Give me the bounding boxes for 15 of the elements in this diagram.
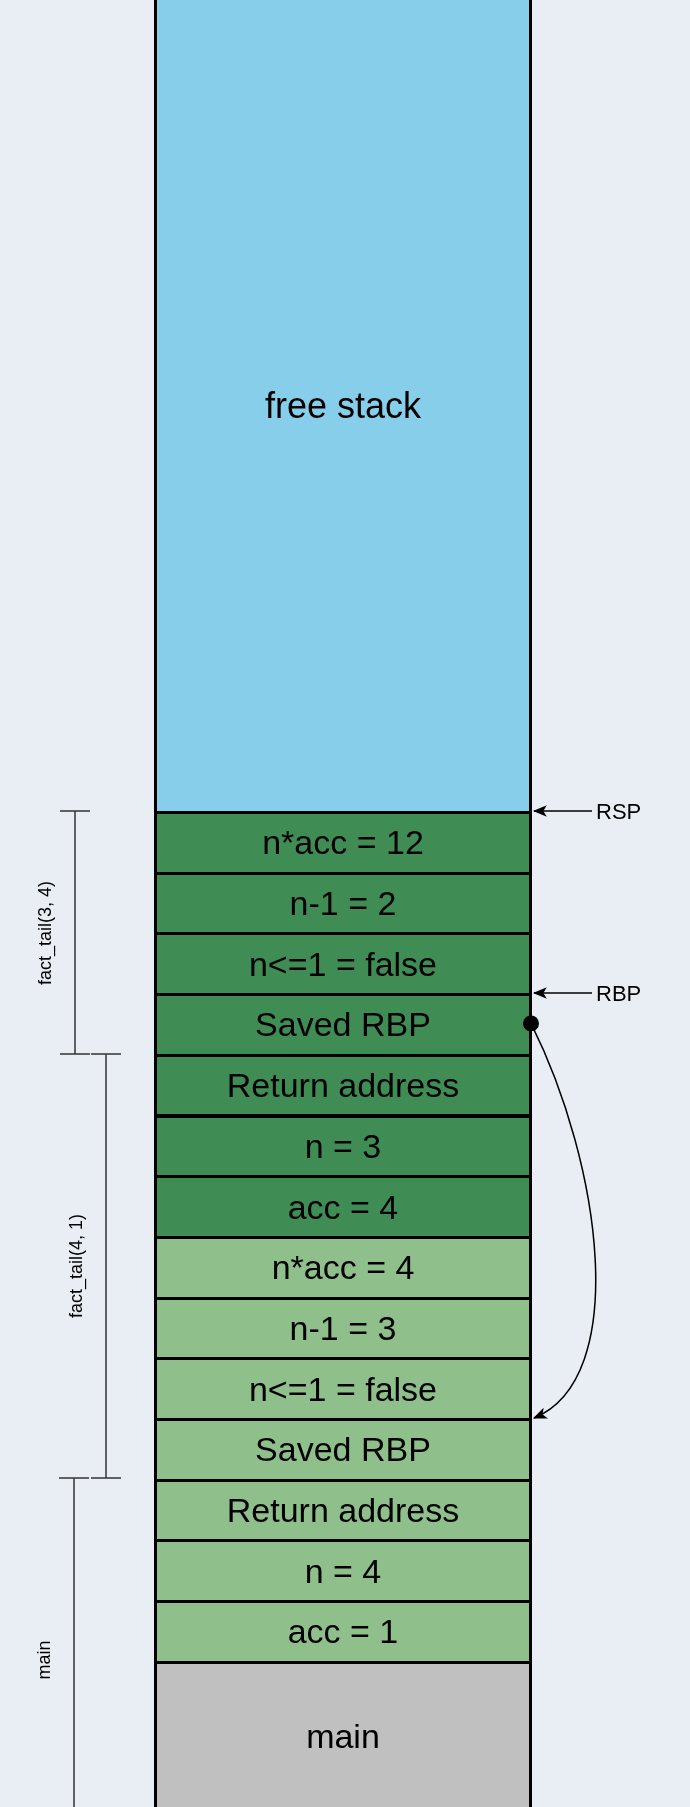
stack-slot: n<=1 = false [154, 1357, 532, 1421]
stack-slot: acc = 4 [154, 1175, 532, 1239]
stack-slot: Saved RBP [154, 993, 532, 1057]
stack-slot: acc = 1 [154, 1600, 532, 1664]
arrow [523, 1015, 597, 1419]
frame-label: main [35, 1640, 53, 1680]
arrow [532, 805, 593, 817]
frame-label: fact_tail(3, 4) [36, 880, 54, 985]
register-label: RSP [596, 795, 656, 827]
register-label: RBP [596, 977, 656, 1009]
arrow [532, 987, 593, 999]
stack-region: free stack [154, 0, 532, 814]
frame-label: fact_tail(4, 1) [67, 1214, 85, 1318]
stack-slot: Saved RBP [154, 1418, 532, 1482]
stack-slot: n*acc = 12 [154, 811, 532, 875]
